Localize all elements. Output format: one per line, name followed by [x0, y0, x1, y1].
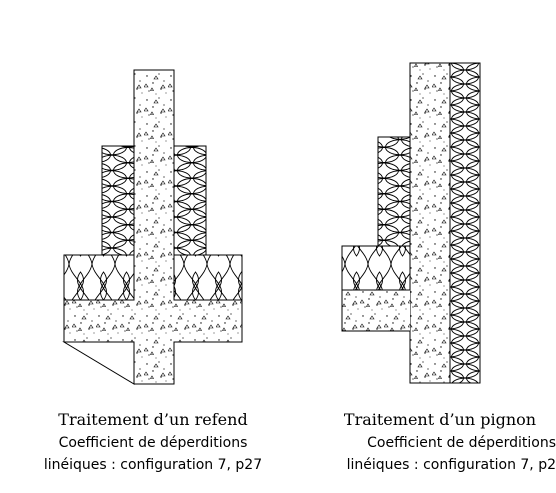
caption-right-line1: Coefficient de déperditions — [367, 435, 556, 451]
gable-floor-insulation — [341, 245, 411, 291]
floor-insulation-right — [173, 254, 243, 301]
caption-left: Traitement d’un refend Coefficient de dé… — [44, 410, 262, 473]
caption-right-line2: linéiques : configuration 7, p2 — [347, 457, 556, 473]
wall-insulation-left — [101, 145, 135, 256]
caption-right-title: Traitement d’un pignon — [344, 410, 536, 429]
caption-left-line1: Coefficient de déperditions — [59, 435, 248, 451]
gable-floor-slab-concrete — [342, 290, 410, 331]
pignon-detail — [341, 62, 481, 384]
gable-wall-insulation — [377, 136, 411, 247]
gable-wall-concrete — [409, 62, 451, 384]
floor-slab-concrete — [64, 300, 242, 342]
caption-left-title: Traitement d’un refend — [58, 410, 247, 429]
floor-insulation-left — [63, 254, 135, 301]
wall-insulation-right — [173, 145, 207, 256]
gable-exterior-insulation — [449, 62, 481, 384]
caption-left-line2: linéiques : configuration 7, p27 — [44, 457, 262, 473]
refend-detail — [62, 69, 243, 385]
caption-right: Traitement d’un pignon Coefficient de dé… — [344, 410, 556, 473]
